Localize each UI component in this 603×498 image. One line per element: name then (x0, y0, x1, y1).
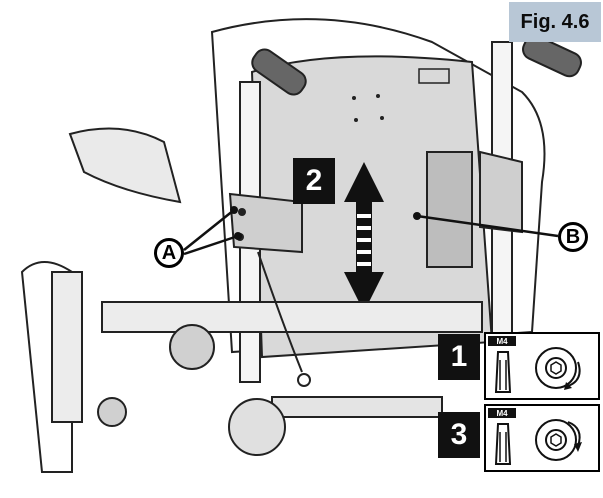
hex-key-icon (494, 351, 512, 393)
hex-key-icon (494, 423, 512, 465)
up-down-arrow (344, 162, 384, 312)
tighten-rotation-icon (535, 419, 582, 461)
tool-size-label-1: M4 (488, 336, 516, 346)
callout-b: B (558, 222, 588, 252)
tool-instruction-1: M4 (484, 332, 600, 400)
step-3-badge: 3 (438, 412, 480, 458)
callout-a: A (154, 238, 184, 268)
loosen-rotation-icon (535, 347, 581, 390)
tool-size-label-3: M4 (488, 408, 516, 418)
step-1-badge: 1 (438, 334, 480, 380)
tool-instruction-3: M4 (484, 404, 600, 472)
figure-label: Fig. 4.6 (509, 2, 601, 42)
step-2-badge: 2 (293, 158, 335, 204)
push-handle-right (522, 34, 582, 78)
push-handle-left (251, 48, 307, 96)
armrest-pad (68, 127, 182, 204)
